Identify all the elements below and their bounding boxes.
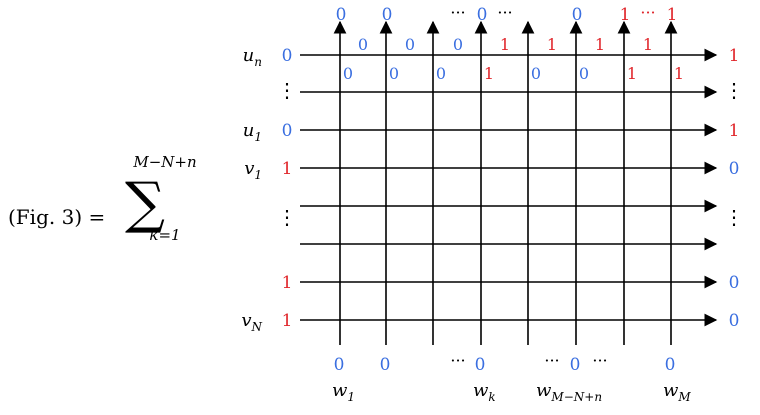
top-ellipsis: ··· <box>640 3 655 22</box>
bottom-ellipsis: ··· <box>544 351 559 370</box>
column-label: wM−N+n <box>536 380 602 404</box>
top-boundary-value: 1 <box>667 5 678 25</box>
left-boundary-value: 0 <box>282 121 293 141</box>
top-row-vertical-value: 0 <box>436 64 446 83</box>
top-row-vertical-value: 1 <box>674 64 684 83</box>
row-label-main: u <box>243 45 255 66</box>
top-row-vertical-value: 0 <box>579 64 589 83</box>
sum-lower-limit: k=1 <box>149 226 180 244</box>
left-boundary-value: 1 <box>282 273 293 293</box>
column-label-sub: M−N+n <box>550 390 602 404</box>
top-row-horizontal-value: 1 <box>547 35 557 54</box>
column-label: wM <box>663 380 691 404</box>
row-label-sub: n <box>254 55 262 69</box>
top-row-vertical-value: 1 <box>484 64 494 83</box>
top-row-horizontal-value: 1 <box>500 35 510 54</box>
top-row-vertical-value: 0 <box>531 64 541 83</box>
right-boundary-value: 0 <box>729 273 740 293</box>
column-label-main: w <box>473 380 489 401</box>
lattice-lines <box>300 20 718 345</box>
right-boundary-value: 0 <box>729 159 740 179</box>
row-label-sub: 1 <box>254 168 262 182</box>
column-label-sub: 1 <box>347 390 355 404</box>
equation-lhs: (Fig. 3) = <box>8 205 105 229</box>
row-label-main: u <box>243 120 255 141</box>
top-row-horizontal-value: 1 <box>643 35 653 54</box>
top-boundary-value: 0 <box>336 5 347 25</box>
right-boundary-value: 1 <box>729 46 740 66</box>
column-label-sub: M <box>677 390 691 404</box>
row-label-sub: 1 <box>254 130 262 144</box>
top-ellipsis: ··· <box>497 3 512 22</box>
column-label-main: w <box>332 380 348 401</box>
top-boundary-value: 0 <box>572 5 583 25</box>
column-label: wk <box>473 380 496 404</box>
bottom-boundary-value: 0 <box>570 355 581 375</box>
top-row-vertical-value: 0 <box>389 64 399 83</box>
vertical-ellipsis: ⋮ <box>724 205 744 229</box>
sum-upper-limit: M−N+n <box>132 153 196 171</box>
top-ellipsis: ··· <box>450 3 465 22</box>
top-row-horizontal-value: 1 <box>595 35 605 54</box>
sum-symbol: ∑ <box>125 171 165 236</box>
vertical-ellipsis: ⋮ <box>724 78 744 102</box>
top-row-horizontal-value: 0 <box>358 35 368 54</box>
row-label: u1 <box>243 120 262 144</box>
column-label-main: w <box>663 380 679 401</box>
vertical-ellipsis: ⋮ <box>277 78 297 102</box>
row-label-main: v <box>244 158 254 179</box>
bottom-boundary-value: 0 <box>380 355 391 375</box>
left-boundary-value: 0 <box>282 46 293 66</box>
top-boundary-value: 0 <box>477 5 488 25</box>
left-boundary-value: 1 <box>282 311 293 331</box>
row-label-sub: N <box>251 320 263 334</box>
left-boundary-value: 1 <box>282 159 293 179</box>
top-row-horizontal-value: 0 <box>453 35 463 54</box>
right-boundary-value: 0 <box>729 311 740 331</box>
top-row-vertical-value: 1 <box>627 64 637 83</box>
row-label: vN <box>241 310 262 334</box>
top-row-vertical-value: 0 <box>343 64 353 83</box>
bottom-boundary-value: 0 <box>475 355 486 375</box>
top-boundary-value: 1 <box>620 5 631 25</box>
column-label-sub: k <box>488 390 495 404</box>
row-label: un <box>243 45 262 69</box>
top-row-horizontal-value: 0 <box>405 35 415 54</box>
column-label-main: w <box>536 380 552 401</box>
top-boundary-value: 0 <box>382 5 393 25</box>
bottom-ellipsis: ··· <box>450 351 465 370</box>
row-label-main: v <box>241 310 251 331</box>
column-label: w1 <box>332 380 355 404</box>
bottom-boundary-value: 0 <box>665 355 676 375</box>
row-label: v1 <box>244 158 262 182</box>
bottom-ellipsis: ··· <box>592 351 607 370</box>
bottom-boundary-value: 0 <box>334 355 345 375</box>
vertical-ellipsis: ⋮ <box>277 205 297 229</box>
right-boundary-value: 1 <box>729 121 740 141</box>
